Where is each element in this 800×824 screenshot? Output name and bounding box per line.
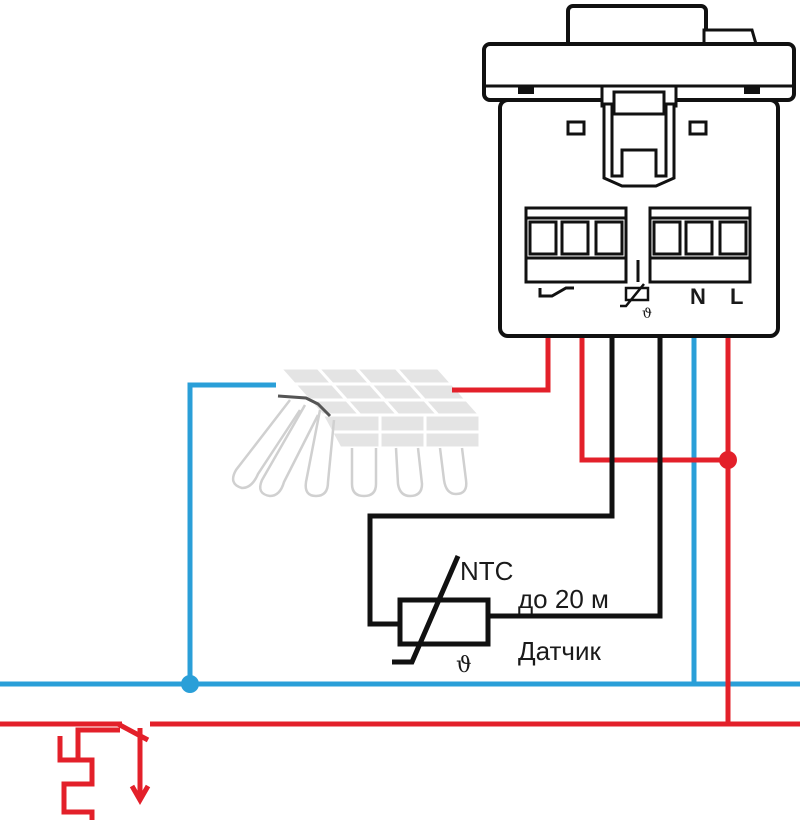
neutral-wire-heater [187,382,276,684]
terminal-l-label: L [730,284,743,309]
relay-contact-icon [538,286,574,298]
thermostat-knob-shade [702,28,758,46]
sensor-name-label: Датчик [518,636,601,666]
ntc-type-label: NTC [460,556,513,586]
circuit-breaker-symbol [46,721,151,820]
thermostat-slot-right [688,120,708,136]
sensor-distance-label: до 20 м [518,584,609,614]
ntc-sensor-slash [392,555,461,665]
heating-cable-loops [231,399,468,498]
terminal-block-right [648,206,752,284]
ntc-sensor-body [397,597,491,647]
sensor-terminal-icon [620,283,650,308]
ntc-theta-symbol: ϑ [456,653,472,678]
phase-junction-dot [719,451,737,469]
thermostat-clip [600,84,678,188]
terminal-block-left [524,206,628,284]
phase-wire-jumper [579,336,728,463]
heating-mat-cold-lead [277,394,332,418]
heating-mat-grid [276,366,484,450]
sensor-wire-b [488,336,663,619]
thermostat: ϑ N L [482,4,796,338]
thermostat-slot-left [566,120,586,136]
terminal-n-label: N [690,284,706,309]
neutral-junction-dot [181,675,199,693]
heating-mat [231,366,484,498]
phase-wire-heater [452,336,551,393]
sensor-wire-a [367,336,615,627]
ntc-sensor: ϑ NTC до 20 м Датчик [392,555,609,678]
wires [0,336,800,727]
terminal-theta-symbol: ϑ [642,306,652,322]
